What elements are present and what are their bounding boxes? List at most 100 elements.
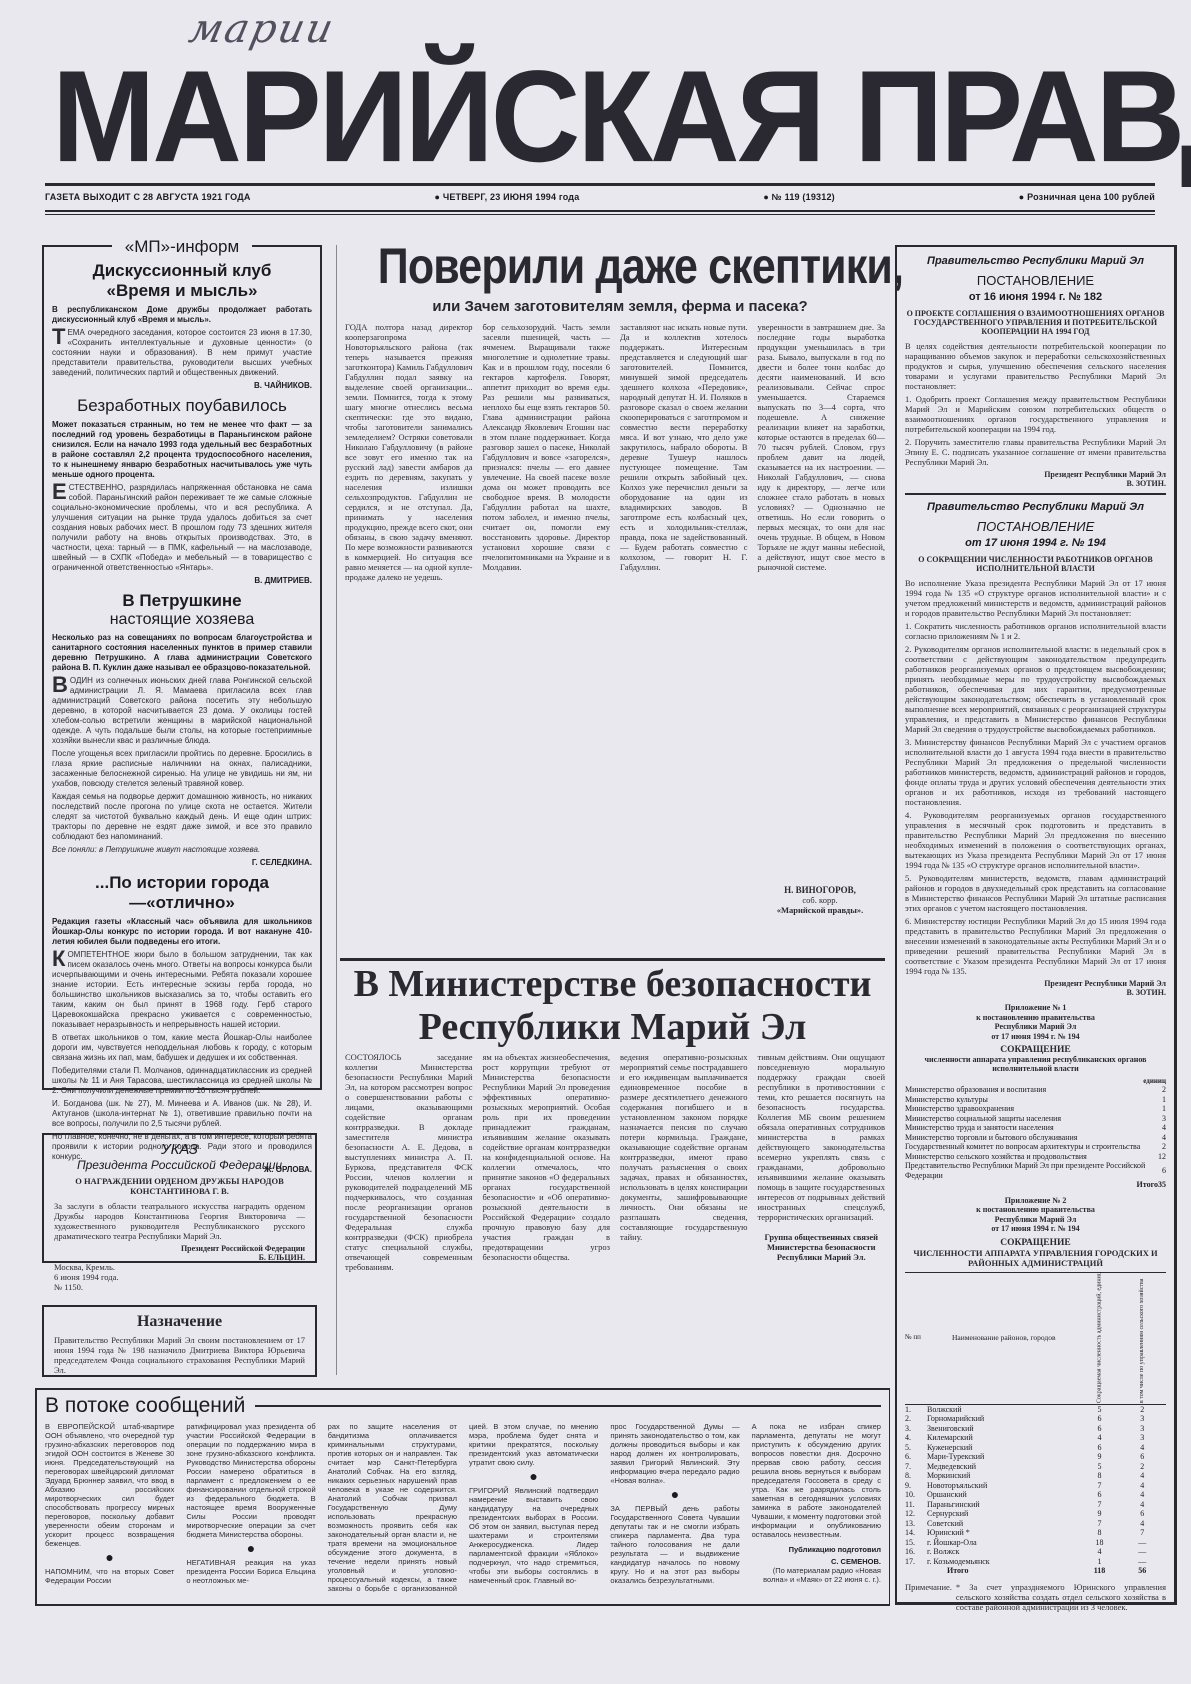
bullet-icon: ● xyxy=(105,1551,114,1566)
main-author-paper: «Марийской правды». xyxy=(776,905,864,915)
res194-date: от 17 июня 1994 г. № 194 xyxy=(965,537,1106,549)
unemployed-lead: Может показаться странным, но тем не мен… xyxy=(52,420,312,479)
unemployed-author: В. ДМИТРИЕВ. xyxy=(254,576,312,585)
bullet-icon: ● xyxy=(246,1542,256,1557)
main-article-columns: ГОДА полтора назад директор кооперзагопр… xyxy=(345,322,885,932)
security-group-2: Министерства безопасности Республики Мар… xyxy=(766,1242,876,1262)
history-text-4: И. Богданова (шк. № 27), М. Минеева и А.… xyxy=(52,1099,312,1128)
history-text-2: В ответах школьников о том, какие места … xyxy=(52,1033,312,1062)
petrushkino-text-1: В ОДИН из солнечных июньских дней глава … xyxy=(52,672,312,745)
club-title: Дискуссионный клуб xyxy=(92,261,272,280)
news-col-4: цией. В этом случае, по мнению мэра, про… xyxy=(469,1422,598,1592)
news-item-yavlinsky-cont: прос Государственной Думы — принять зако… xyxy=(610,1422,740,1485)
news-stream-columns: В ЕВРОПЕЙСКОЙ штаб-квартире ООН объявлен… xyxy=(45,1422,881,1592)
petrushkino-title-2: настоящие хозяева xyxy=(109,611,255,628)
news-item-peacekeeping: ратифицировал указ президента об участии… xyxy=(186,1422,316,1539)
res182-text-0: В целях содействия деятельности потребит… xyxy=(905,341,1166,391)
res194-text-2: 2. Руководителям органов исполнительной … xyxy=(905,644,1166,734)
res194-kind: ПОСТАНОВЛЕНИЕ xyxy=(976,519,1095,534)
res182-kind: ПОСТАНОВЛЕНИЕ xyxy=(976,273,1095,288)
table-row: Министерство труда и занятости населения… xyxy=(905,1123,1166,1132)
decree-subtitle: Президента Российской Федерации xyxy=(76,1158,283,1172)
petrushkino-author: Г. СЕЛЕДКИНА. xyxy=(251,858,312,867)
decree-date: 6 июня 1994 года. xyxy=(54,1272,119,1282)
appointment-title: Назначение xyxy=(136,1313,223,1330)
masthead-rule-top xyxy=(45,183,1155,186)
security-col-2: ям на объектах жизнеобеспечения, рост ко… xyxy=(482,1052,611,1262)
res194-text-1: 1. Сократить численность работников орга… xyxy=(905,621,1166,641)
res194-text-5: 5. Руководителям министерств, ведомств, … xyxy=(905,873,1166,913)
unemployed-title: Безработных поубавилось xyxy=(77,396,287,415)
government-resolutions-box: Правительство Республики Марий Эл ПОСТАН… xyxy=(895,245,1177,1612)
news-stream-header: В потоке сообщений xyxy=(45,1394,881,1418)
appendix1-subtitle: численности аппарата управления республи… xyxy=(924,1055,1147,1073)
news-col-3: рах по защите населения от бандитизма оп… xyxy=(328,1422,457,1592)
main-article-col-3: заставляют нас искать новые пути. Да и к… xyxy=(620,322,748,572)
masthead-info-bar: ГАЗЕТА ВЫХОДИТ С 28 АВГУСТА 1921 ГОДА ЧЕ… xyxy=(45,192,1155,202)
club-title-2: «Время и мысль» xyxy=(106,281,258,300)
news-col-1: В ЕВРОПЕЙСКОЙ штаб-квартире ООН объявлен… xyxy=(45,1422,174,1592)
main-headline: Поверили даже скептики, xyxy=(377,238,904,294)
petrushkino-text-4: Все поняли: в Петрушкине живут настоящие… xyxy=(52,845,261,854)
news-col-5: прос Государственной Думы — принять зако… xyxy=(610,1422,739,1592)
decree-place: Москва, Кремль. xyxy=(54,1262,115,1272)
security-headline-2: Республики Марий Эл xyxy=(418,1006,807,1048)
club-text: ТЕМА очередного заседания, которое состо… xyxy=(52,324,312,377)
club-lead: В республиканском Доме дружбы продолжает… xyxy=(52,305,312,324)
masthead-rule-thin xyxy=(45,214,1155,215)
table-row: Государственный комитет по вопросам архи… xyxy=(905,1142,1166,1151)
decree-title: УКАЗ xyxy=(161,1141,198,1158)
main-author-role: соб. корр. xyxy=(802,895,838,905)
table-row: Министерство сельского хозяйства и продо… xyxy=(905,1151,1166,1161)
rubric-mp-inform: «МП»-информ xyxy=(112,237,252,257)
res182-signer-title: Президент Республики Марий Эл xyxy=(1044,470,1166,479)
history-title: ...По истории города—«отлично» xyxy=(95,873,269,912)
main-article-signature: Н. ВИНОГОРОВ, соб. корр. «Марийской прав… xyxy=(760,885,880,915)
appendix2-table: № пп Наименование районов, городов Сокра… xyxy=(905,1271,1166,1576)
res194-gov: Правительство Республики Марий Эл xyxy=(927,501,1144,513)
presidential-decree-box: УКАЗ Президента Российской Федерации О Н… xyxy=(42,1133,317,1292)
table-row: Министерство социальной защиты населения… xyxy=(905,1113,1166,1123)
decree-signer-title: Президент Российской Федерации xyxy=(180,1244,305,1253)
news-stream-title: В потоке сообщений xyxy=(45,1394,246,1417)
appendix2-title: СОКРАЩЕНИЕ xyxy=(1000,1237,1071,1248)
history-text-5: Но главное, конечно, не в деньгах, а в т… xyxy=(52,1132,312,1161)
main-author: Н. ВИНОГОРОВ, xyxy=(784,885,856,895)
appointment-text: Правительство Республики Марий Эл своим … xyxy=(54,1335,305,1375)
history-text-3: Победителями стали П. Молчанов, одиннадц… xyxy=(52,1066,312,1095)
table-row: Министерство торговли и бытового обслужи… xyxy=(905,1132,1166,1142)
note-text: * За счет упраздняемого Юринского управл… xyxy=(955,1581,1166,1612)
bullet-icon: ● xyxy=(670,1488,680,1503)
petrushkino-title: В Петрушкине xyxy=(122,591,242,610)
issue-date: ЧЕТВЕРГ, 23 ИЮНЯ 1994 года xyxy=(434,192,579,202)
security-col-4-wrap: тивным действиям. Они ощущают повседневн… xyxy=(758,1052,886,1362)
security-rule xyxy=(340,958,885,961)
masthead-rule-bottom xyxy=(45,210,1155,212)
main-article-col-2: бор сельхозорудий. Часть земли засеяли п… xyxy=(482,322,611,572)
news-item-yavlinsky: ГРИГОРИЙ Явлинский подтвердил намерение … xyxy=(468,1486,599,1585)
news-item-sobchak: рах по защите населения от бандитизма оп… xyxy=(327,1422,457,1592)
res182-heading: О ПРОЕКТЕ СОГЛАШЕНИЯ О ВЗАИМООТНОШЕНИЯХ … xyxy=(906,309,1165,336)
security-headline: В Министерстве безопасности xyxy=(353,963,872,1005)
news-item-federation: НАПОМНИМ, что на вторых Совет Федерации … xyxy=(45,1567,175,1585)
mp-inform-box: «МП»-информ Дискуссионный клуб «Время и … xyxy=(42,237,322,1174)
news-stream-box: В потоке сообщений В ЕВРОПЕЙСКОЙ штаб-кв… xyxy=(35,1388,890,1606)
appendix1-title: СОКРАЩЕНИЕ xyxy=(1000,1045,1071,1055)
retail-price: Розничная цена 100 рублей xyxy=(1019,192,1155,202)
res182-date: от 16 июня 1994 г. № 182 xyxy=(968,291,1103,303)
main-article-col-1: ГОДА полтора назад директор кооперзагопр… xyxy=(345,322,473,582)
table-row: Представительство Республики Марий Эл пр… xyxy=(905,1161,1166,1180)
